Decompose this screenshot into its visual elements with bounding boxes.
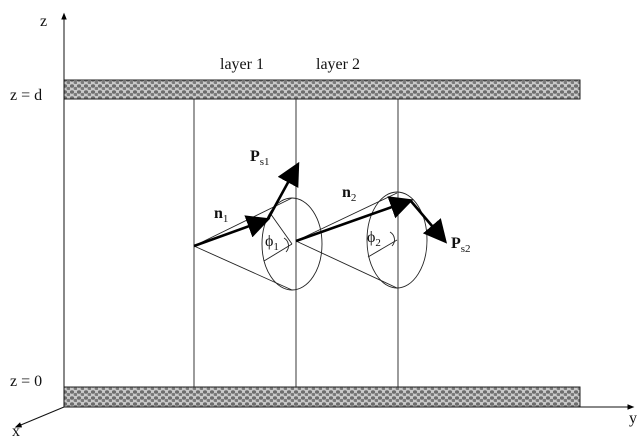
phi1-label: ϕ1 [265,233,279,253]
n1-vector [193,215,271,248]
ps2-label: Ps2 [451,235,471,255]
n2-label: n2 [342,184,356,204]
z-top-label: z = d [10,87,42,104]
z-bottom-label: z = 0 [10,373,42,390]
x-axis-label: x [12,423,20,437]
phi2-arc [389,231,395,247]
ps1-vector [266,161,300,220]
layer-1-label: layer 1 [220,56,264,73]
ps1-label: Ps1 [250,148,270,168]
y-axis-label: y [629,410,637,427]
phi1-arc [283,237,289,253]
z-axis-label: z [40,13,47,30]
bottom-plate [63,386,581,408]
x-axis [14,406,65,428]
n2-vector [295,196,414,243]
ps2-vector [409,199,448,244]
layer-2-label: layer 2 [316,56,360,73]
n1-label: n1 [214,205,228,225]
phi2-label: ϕ2 [367,229,381,249]
top-plate [63,79,581,100]
cone-2 [295,191,428,289]
